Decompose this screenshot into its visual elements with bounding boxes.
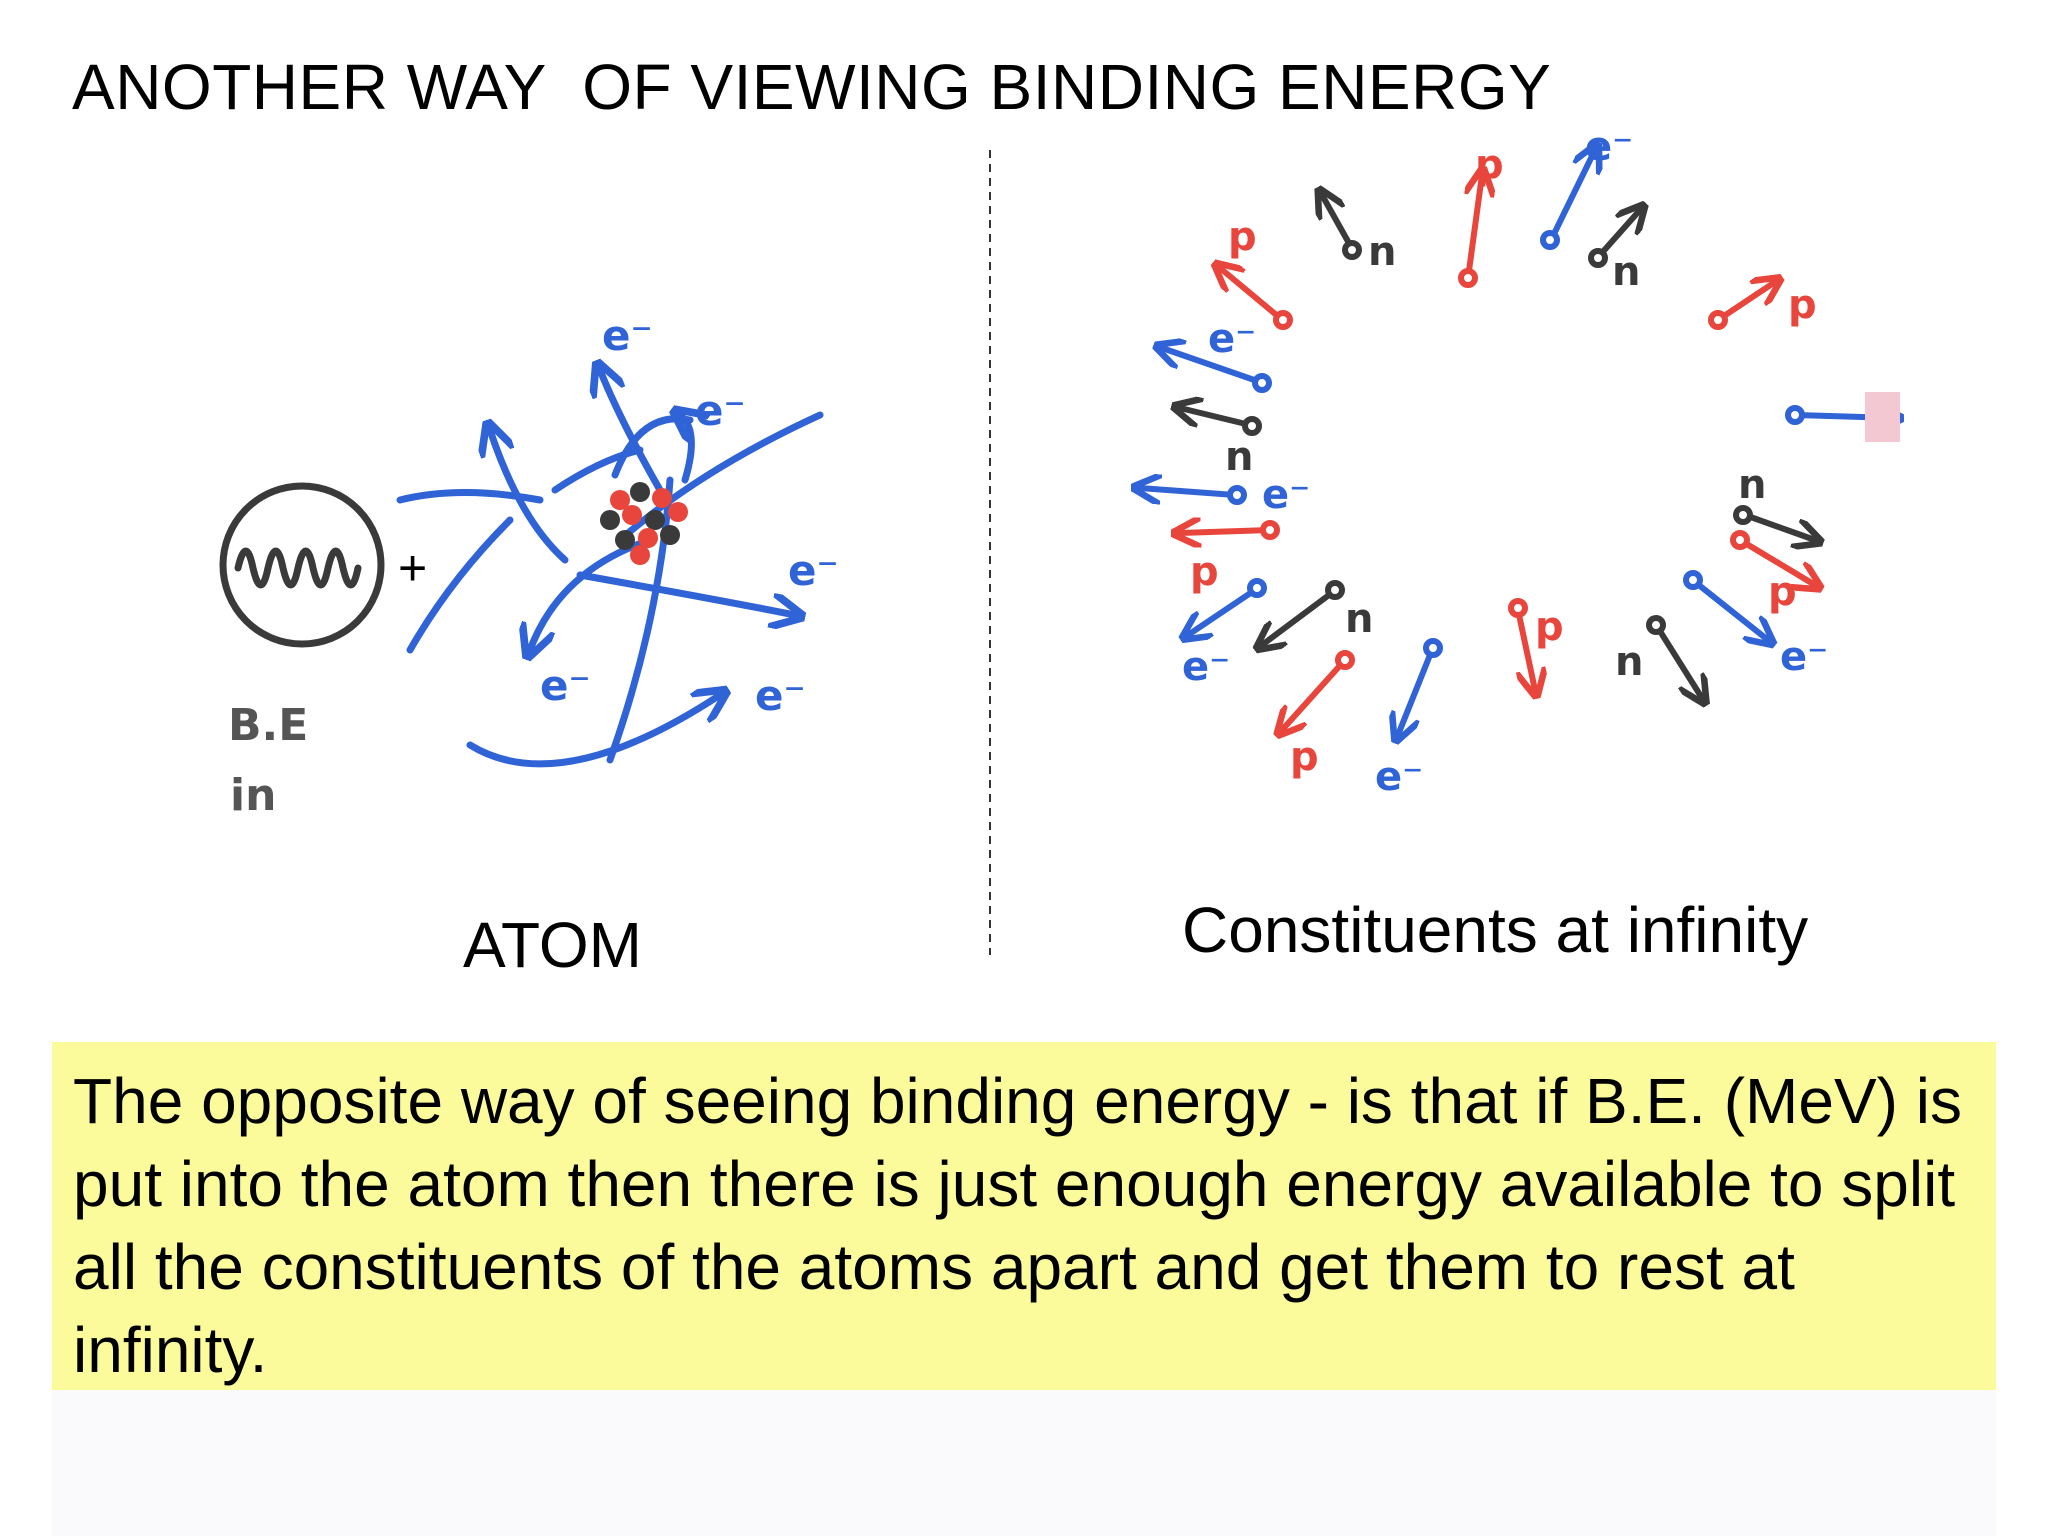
be-in-label: in: [230, 770, 276, 821]
electron-label: e⁻: [1182, 644, 1230, 690]
slide-title: ANOTHER WAY OF VIEWING BINDING ENERGY: [72, 51, 1552, 123]
electron-label: e⁻: [1780, 634, 1828, 680]
electron-label: e⁻: [1208, 316, 1256, 362]
electron-label: e⁻: [1585, 124, 1633, 170]
neutron-label: n: [1345, 596, 1373, 642]
explanation-box: The opposite way of seeing binding energ…: [52, 1042, 1996, 1390]
electron-label: e⁻: [1262, 472, 1310, 518]
proton-label: p: [1788, 282, 1817, 328]
neutron-label: n: [1225, 434, 1253, 480]
neutron-labels: n n n n n n: [1225, 229, 1766, 685]
neutron-label: n: [1612, 249, 1640, 295]
proton-labels: p p p p p p p: [1190, 142, 1817, 780]
proton-label: p: [1190, 549, 1219, 595]
free-electron-labels: e⁻ e⁻ e⁻ e⁻ e⁻ e⁻: [1182, 124, 1828, 800]
proton-particles: [1180, 175, 1815, 730]
bottom-band: [52, 1390, 1996, 1536]
electron-label: e⁻: [788, 546, 839, 595]
neutron-label: n: [1738, 462, 1766, 508]
constituents-caption: Constituents at infinity: [1182, 894, 1809, 966]
be-label: B.E: [228, 700, 308, 751]
proton-label: p: [1290, 734, 1319, 780]
edge-marker: [1865, 392, 1900, 442]
proton-label: p: [1768, 569, 1797, 615]
proton-label: p: [1535, 604, 1564, 650]
electron-label: e⁻: [540, 661, 591, 710]
neutron-particles: [1180, 195, 1815, 698]
neutron-label: n: [1615, 639, 1643, 685]
free-electron-particles: [1140, 150, 1895, 735]
atom-caption: ATOM: [463, 909, 642, 981]
plus-sign: +: [398, 540, 427, 596]
proton-label: p: [1475, 142, 1504, 188]
nucleus: [600, 482, 688, 565]
electron-label: e⁻: [1375, 754, 1423, 800]
neutron-label: n: [1368, 229, 1396, 275]
electron-label: e⁻: [755, 671, 806, 720]
atom-electron-labels: e⁻ e⁻ e⁻ e⁻ e⁻: [540, 311, 839, 720]
energy-photon-symbol: [219, 482, 385, 648]
electron-label: e⁻: [695, 386, 746, 435]
electron-label: e⁻: [602, 311, 653, 360]
explanation-text: The opposite way of seeing binding energ…: [73, 1065, 1962, 1386]
proton-label: p: [1228, 214, 1257, 260]
